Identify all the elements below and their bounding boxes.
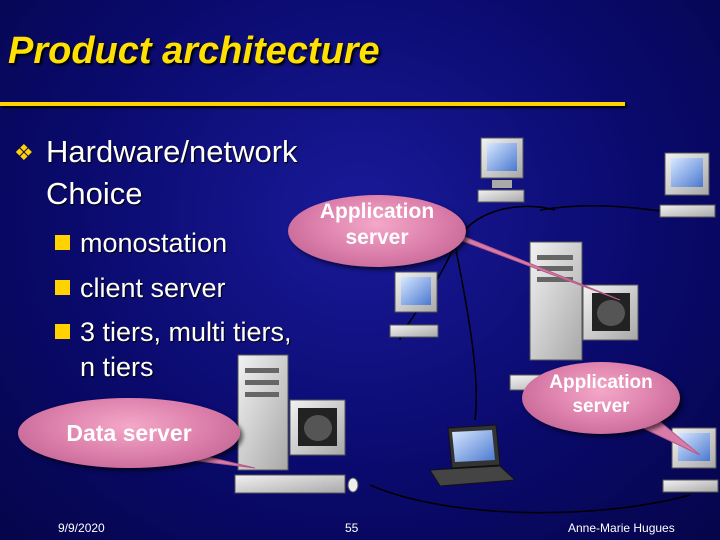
slide-title: Product architecture xyxy=(8,30,380,72)
monitor-icon xyxy=(477,137,525,203)
bullet-main-line1: Hardware/network xyxy=(46,134,298,169)
callout-application-server-right: Application server xyxy=(522,362,680,434)
sub-bullet-monostation: monostation xyxy=(80,228,228,258)
laptop-icon xyxy=(429,424,517,487)
sub-bullet-n-tiers: n tiers xyxy=(80,352,154,382)
title-underline xyxy=(0,102,625,106)
square-bullet-icon xyxy=(55,280,70,295)
sub-bullet-client-server: client server xyxy=(80,273,226,303)
bullet-main-line2: Choice xyxy=(46,176,143,211)
server-tower-icon xyxy=(234,354,359,494)
server-tower-icon xyxy=(509,241,639,391)
footer-date: 9/9/2020 xyxy=(58,521,105,535)
callout-application-server: Application server xyxy=(288,195,466,267)
square-bullet-icon xyxy=(55,235,70,250)
square-bullet-icon xyxy=(55,324,70,339)
monitor-icon xyxy=(662,427,719,493)
footer-page-number: 55 xyxy=(345,521,359,535)
monitor-icon xyxy=(659,152,716,218)
footer-author: Anne-Marie Hugues xyxy=(568,521,675,535)
sub-bullet-multi-tiers: 3 tiers, multi tiers, xyxy=(80,317,292,347)
bullet-diamond-icon: ❖ xyxy=(14,140,34,165)
callout-data-server: Data server xyxy=(18,398,240,468)
monitor-icon xyxy=(389,271,439,338)
